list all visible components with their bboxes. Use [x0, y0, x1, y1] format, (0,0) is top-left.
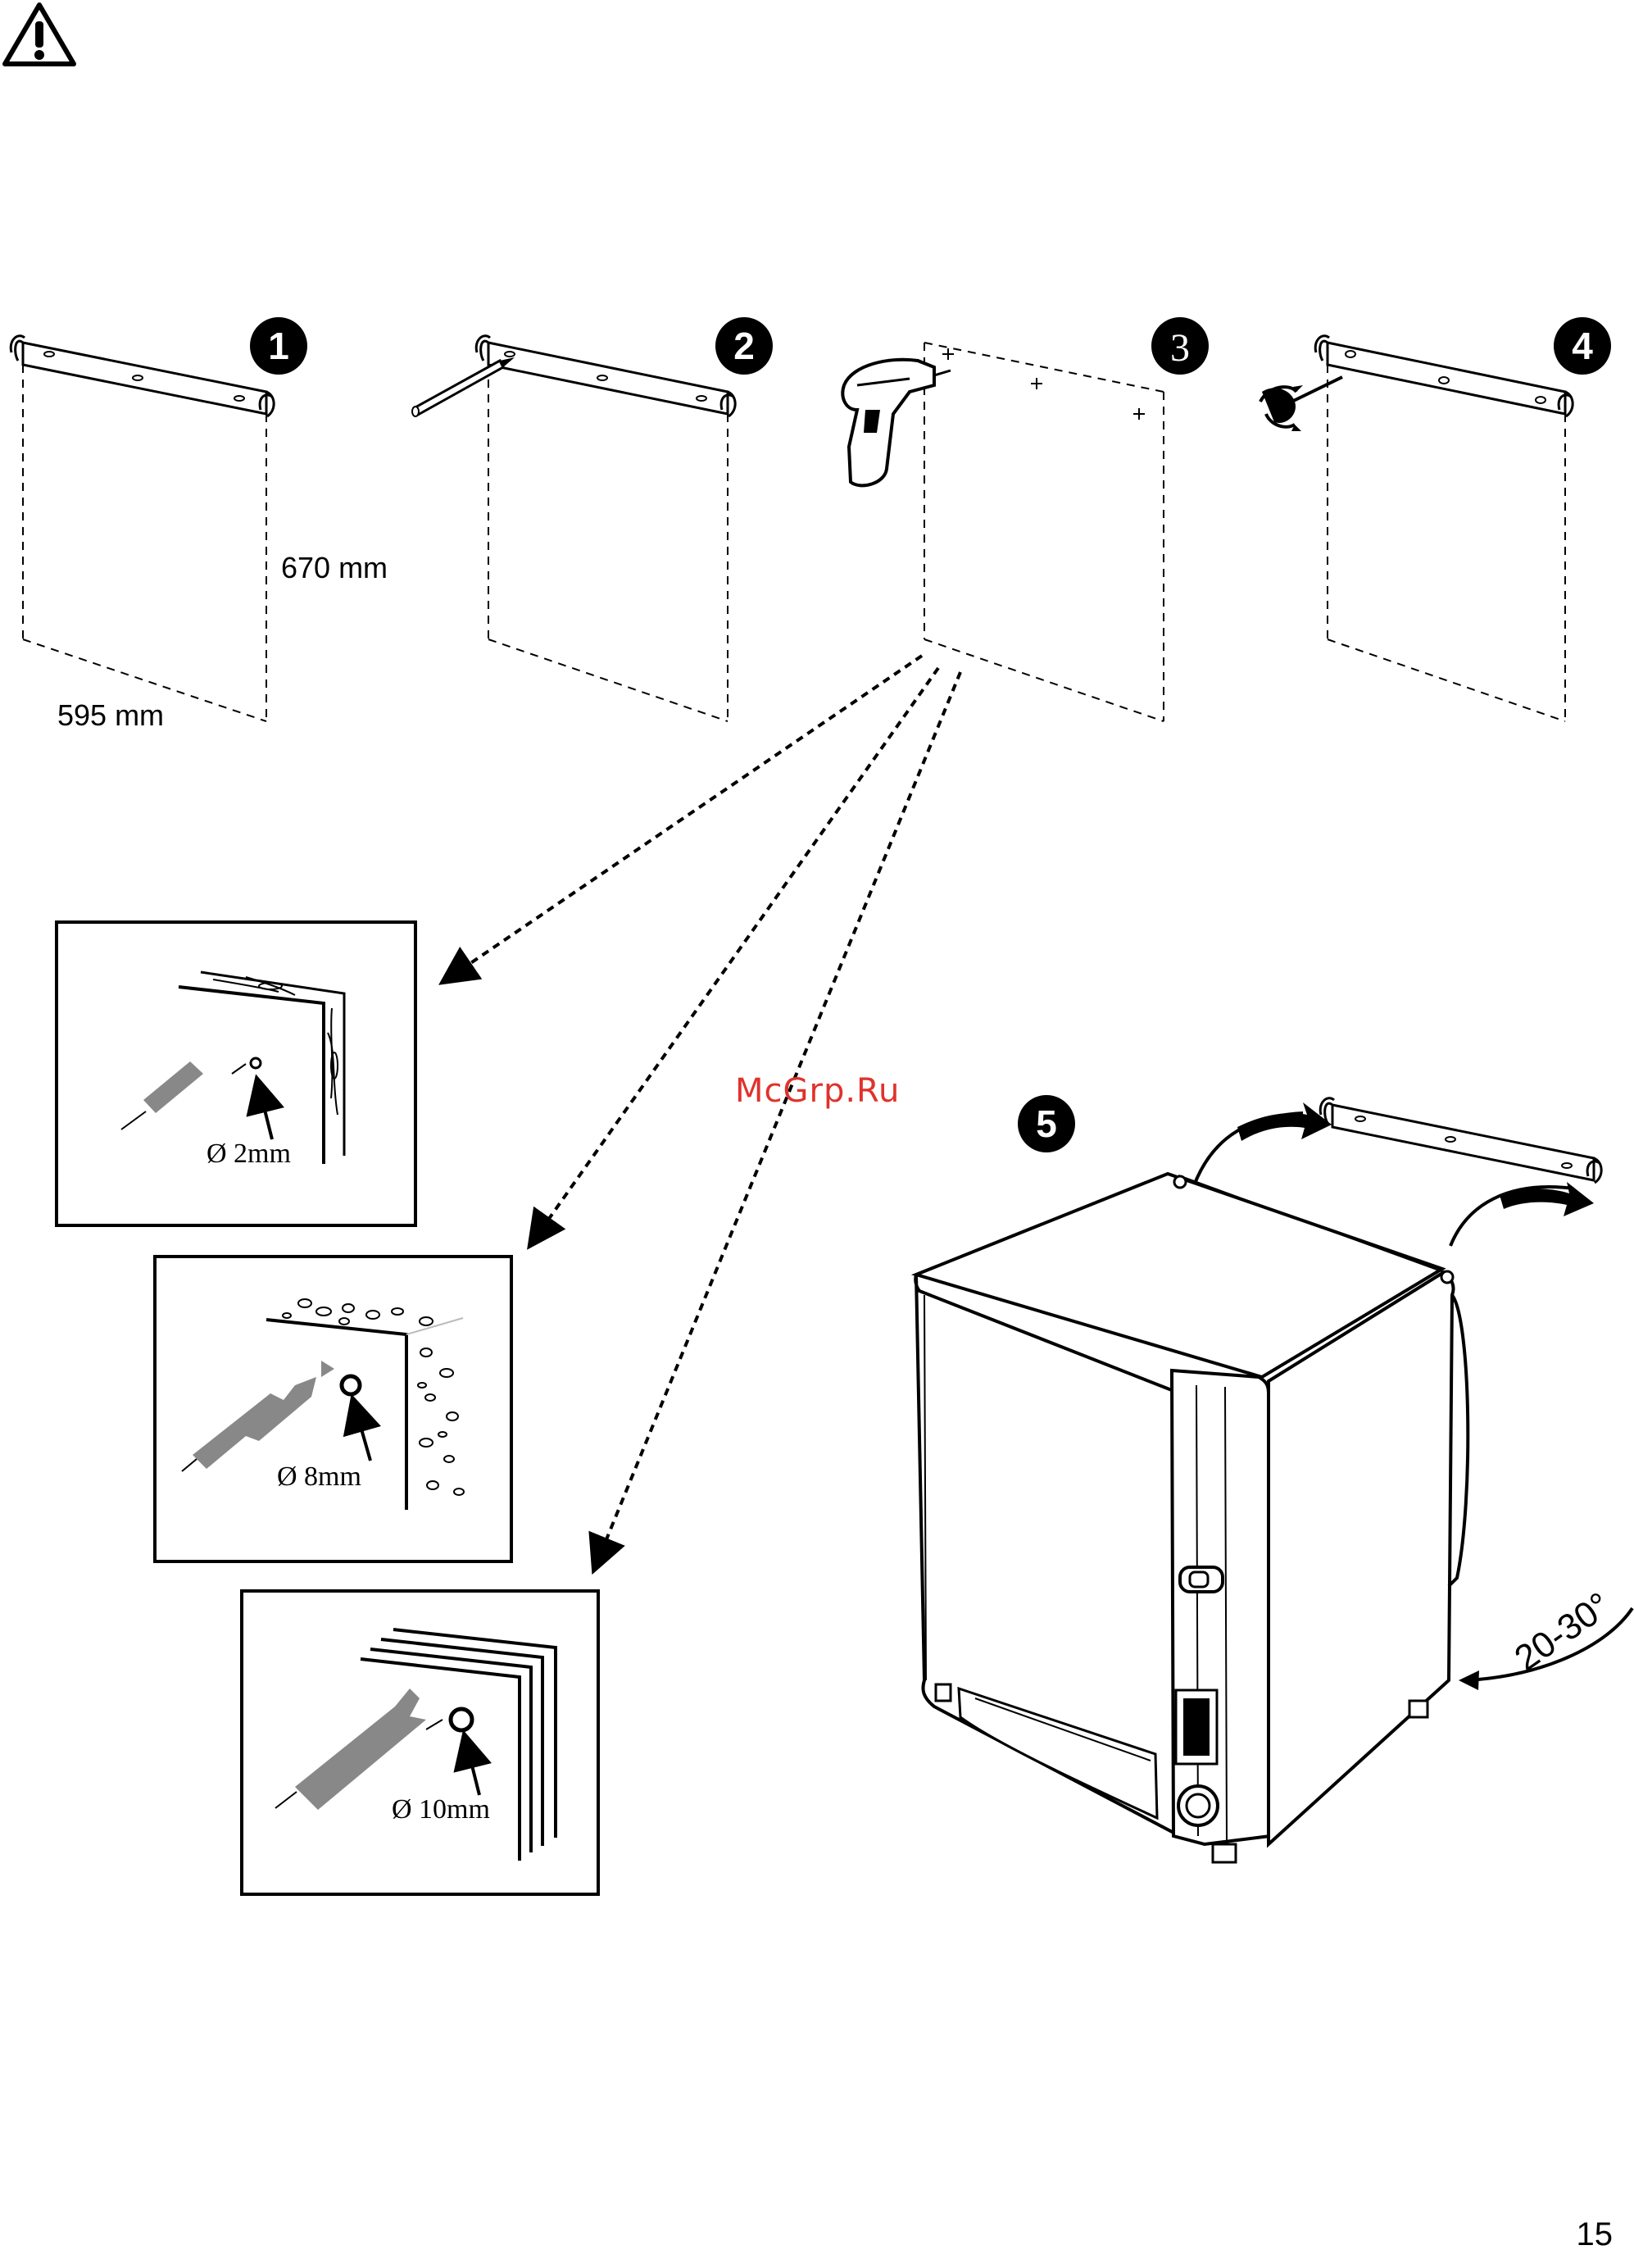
step-3-badge: 3 [1151, 317, 1209, 375]
height-dimension-label: 670 mm [281, 551, 388, 584]
svg-text:3: 3 [1170, 326, 1190, 370]
step-4-badge: 4 [1554, 317, 1611, 375]
svg-text:1: 1 [268, 325, 289, 367]
svg-text:5: 5 [1036, 1102, 1057, 1145]
step-5-badge: 5 [1018, 1095, 1075, 1152]
step-4-bracket-illustration [1315, 336, 1573, 721]
warning-triangle-icon [5, 5, 74, 64]
detail-leader-arrows [447, 656, 960, 1566]
watermark: McGrp.Ru [735, 1072, 900, 1110]
detail-masonry-wall-box [155, 1257, 511, 1561]
tilt-angle-label: 20-30° [1508, 1584, 1618, 1679]
step-2-badge: 2 [715, 317, 773, 375]
screwdriver-icon [1260, 377, 1342, 431]
svg-text:4: 4 [1572, 325, 1593, 367]
pencil-icon [412, 357, 515, 416]
diameter-10mm-label: Ø 10mm [392, 1794, 490, 1825]
wall-bracket-step-5 [1320, 1098, 1601, 1183]
detail-panel-wall-box [242, 1591, 598, 1894]
width-dimension-label: 595 mm [57, 698, 164, 732]
svg-text:2: 2 [733, 325, 755, 367]
step-1-badge: 1 [250, 317, 307, 375]
diameter-8mm-label: Ø 8mm [277, 1461, 361, 1492]
step-1-bracket-illustration [11, 336, 274, 721]
drill-icon [842, 360, 951, 486]
step-3-marks-illustration [924, 343, 1164, 721]
step-2-bracket-illustration [476, 336, 735, 721]
detail-wood-wall-box [57, 922, 415, 1225]
diameter-2mm-label: Ø 2mm [207, 1139, 291, 1169]
page-number: 15 [1577, 2216, 1614, 2253]
refrigerator-appliance [915, 1174, 1468, 1862]
